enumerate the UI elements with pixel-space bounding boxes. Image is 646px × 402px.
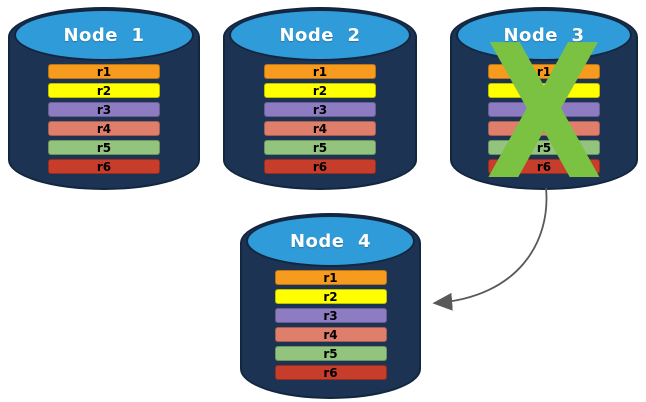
replica-row: r3 [48, 102, 160, 117]
node-3-title: Node 3 [503, 24, 585, 46]
node-4-title: Node 4 [289, 230, 372, 252]
node-2: Node 2 r1 r2 r3 r4 r5 r6 [223, 7, 417, 190]
replica-row: r1 [488, 64, 600, 79]
replica-row: r2 [274, 289, 387, 304]
replica-row: r6 [274, 365, 387, 380]
node-2-replica-rows: r1 r2 r3 r4 r5 r6 [264, 64, 376, 174]
replica-row: r5 [264, 140, 376, 155]
failover-arrow [432, 187, 548, 311]
replica-row: r2 [488, 83, 600, 98]
replica-row: r5 [274, 346, 387, 361]
node-1-replica-rows: r1 r2 r3 r4 r5 r6 [48, 64, 160, 174]
failover-arrow-path [432, 187, 548, 311]
replica-row: r6 [48, 159, 160, 174]
node-3-cylinder-cap: Node 3 [456, 9, 632, 61]
node-2-title: Node 2 [279, 24, 361, 46]
replica-row: r3 [264, 102, 376, 117]
node-1: Node 1 r1 r2 r3 r4 r5 r6 [8, 7, 200, 190]
replica-row: r4 [488, 121, 600, 136]
node-4-replica-rows: r1 r2 r3 r4 r5 r6 [274, 270, 387, 380]
node-1-cylinder-cap: Node 1 [14, 9, 194, 61]
replica-row: r2 [48, 83, 160, 98]
node-3: Node 3 r1 r2 r3 r4 r5 r6 X [450, 7, 638, 205]
replica-row: r5 [488, 140, 600, 155]
node-2-cylinder-cap: Node 2 [229, 9, 411, 61]
replica-row: r6 [264, 159, 376, 174]
node-4: Node 4 r1 r2 r3 r4 r5 r6 [240, 213, 421, 399]
replica-row: r2 [264, 83, 376, 98]
replica-row: r4 [274, 327, 387, 342]
replica-row: r5 [48, 140, 160, 155]
replica-row: r3 [274, 308, 387, 323]
replica-row: r6 [488, 159, 600, 174]
node-3-replica-rows: r1 r2 r3 r4 r5 r6 [488, 64, 600, 174]
replica-row: r4 [264, 121, 376, 136]
node-4-cylinder-cap: Node 4 [246, 215, 415, 267]
replica-row: r1 [274, 270, 387, 285]
replica-row: r3 [488, 102, 600, 117]
node-1-title: Node 1 [63, 24, 145, 46]
replica-row: r1 [48, 64, 160, 79]
replica-row: r1 [264, 64, 376, 79]
replica-row: r4 [48, 121, 160, 136]
